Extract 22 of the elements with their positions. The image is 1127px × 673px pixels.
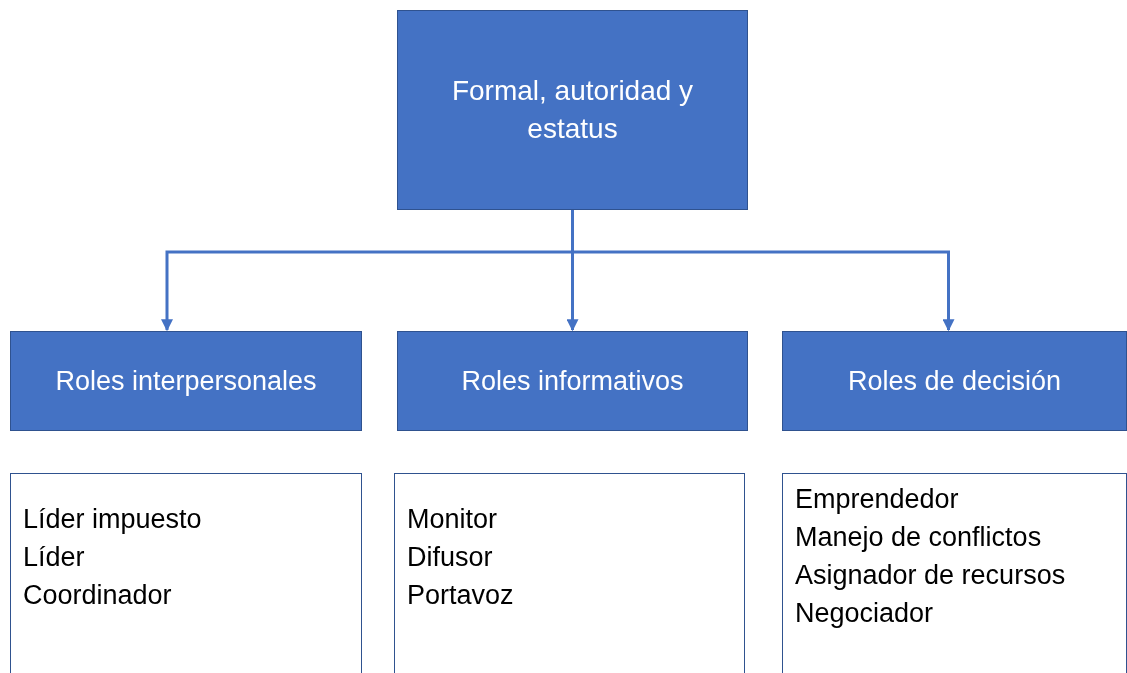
- list-item: Asignador de recursos: [795, 559, 1067, 592]
- list-item: Difusor: [407, 541, 494, 574]
- box-title: Roles de decisión: [847, 364, 1062, 398]
- role-box: [782, 331, 1127, 431]
- list-item: Negociador: [795, 597, 935, 630]
- list-item: Monitor: [407, 503, 499, 536]
- box-title: Roles interpersonales: [55, 364, 317, 398]
- list-box: [10, 473, 362, 673]
- connector-arrow: [571, 210, 955, 332]
- list-item: Emprendedor: [795, 483, 960, 516]
- list-item: Líder impuesto: [23, 503, 203, 536]
- role-box: [397, 331, 748, 431]
- list-item: Manejo de conflictos: [795, 521, 1043, 554]
- list-item: Líder: [23, 541, 86, 574]
- role-box: [10, 331, 362, 431]
- list-box: [394, 473, 745, 673]
- list-item: Coordinador: [23, 579, 173, 612]
- box-title: Roles informativos: [461, 364, 684, 398]
- box-title: Formal, autoridad y estatus: [450, 74, 695, 146]
- list-box: [782, 473, 1127, 673]
- top-box: [397, 10, 748, 210]
- list-item: Portavoz: [407, 579, 515, 612]
